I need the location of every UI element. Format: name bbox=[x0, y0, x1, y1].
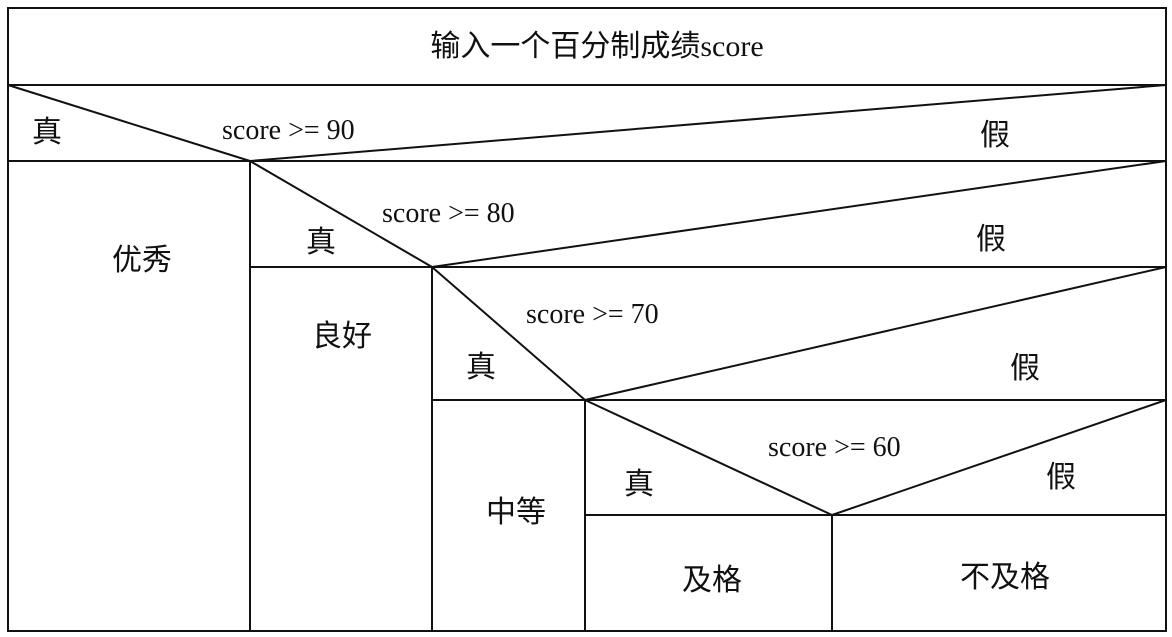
result-fail: 不及格 bbox=[960, 561, 1050, 594]
title-text: 输入一个百分制成绩score bbox=[430, 30, 763, 63]
result-good: 良好 bbox=[312, 320, 372, 353]
decision-4-true-label: 真 bbox=[624, 468, 654, 501]
decision-2-right-diagonal bbox=[431, 160, 1167, 268]
decision-1-true-label: 真 bbox=[32, 116, 62, 149]
decision-1-condition: score >= 90 bbox=[222, 115, 355, 146]
decision-4-condition: score >= 60 bbox=[768, 432, 901, 463]
result-excellent: 优秀 bbox=[112, 244, 172, 277]
decision-2-left-diagonal bbox=[249, 160, 433, 268]
result-medium: 中等 bbox=[486, 496, 546, 529]
result-pass: 及格 bbox=[682, 564, 742, 597]
decision-3-condition: score >= 70 bbox=[526, 299, 659, 330]
decision-1-right-diagonal bbox=[249, 84, 1167, 162]
decision-2-condition: score >= 80 bbox=[382, 198, 515, 229]
decision-1-false-label: 假 bbox=[980, 119, 1010, 152]
decision-3-left-diagonal bbox=[431, 266, 586, 401]
decision-4-right-diagonal bbox=[831, 399, 1167, 516]
decision-3-true-label: 真 bbox=[466, 351, 496, 384]
decision-2-false-label: 假 bbox=[976, 223, 1006, 256]
chart-frame bbox=[7, 7, 1167, 632]
decision-2-true-label: 真 bbox=[306, 226, 336, 259]
decision-3-false-label: 假 bbox=[1010, 352, 1040, 385]
decision-1-left-diagonal bbox=[7, 84, 251, 162]
decision-4-left-diagonal bbox=[584, 399, 833, 516]
decision-3-right-diagonal bbox=[584, 266, 1167, 401]
decision-4-false-label: 假 bbox=[1046, 461, 1076, 494]
